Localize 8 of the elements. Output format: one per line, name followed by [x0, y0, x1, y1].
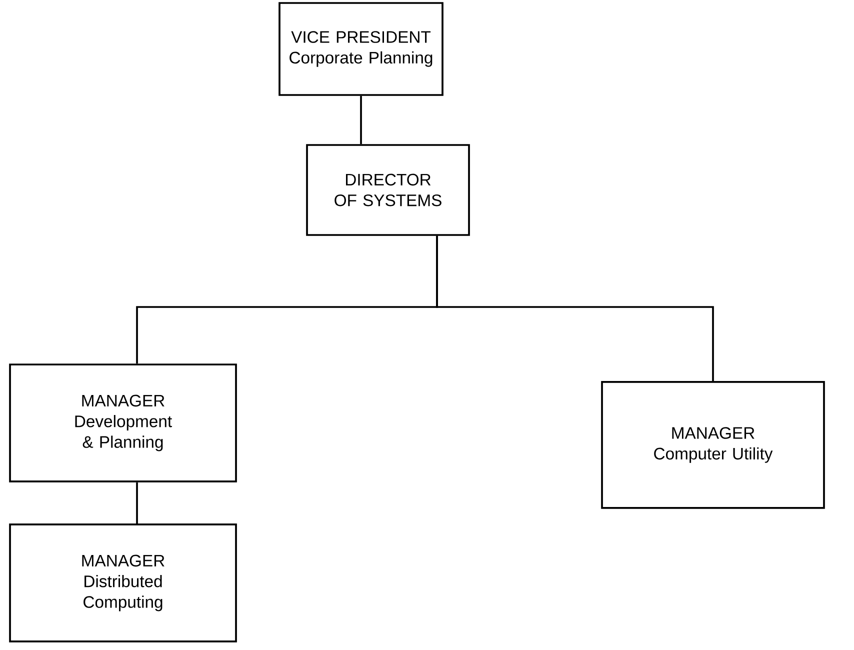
connector	[360, 96, 362, 144]
org-box: MANAGER Development & Planning	[9, 364, 237, 482]
org-box: VICE PRESIDENT Corporate Planning	[278, 2, 444, 96]
org-box: MANAGER Distributed Computing	[9, 524, 237, 642]
org-box: DIRECTOR OF SYSTEMS	[306, 144, 470, 236]
connector	[436, 236, 714, 382]
org-box: MANAGER Computer Utility	[601, 381, 825, 509]
connector	[136, 482, 138, 524]
